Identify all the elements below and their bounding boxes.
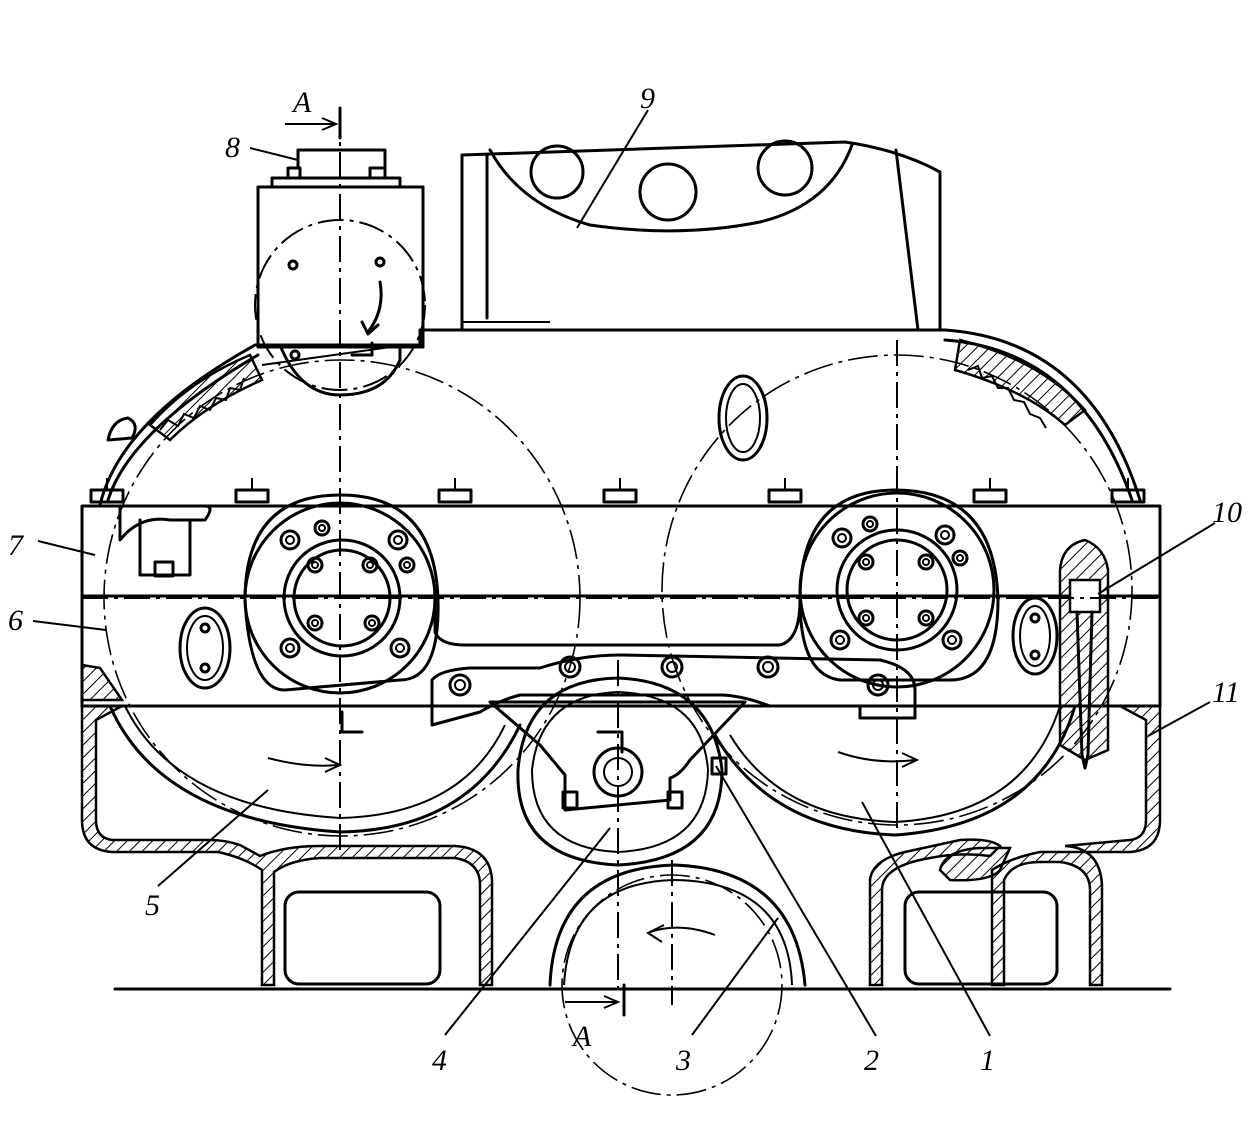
callout-4: 4 [432, 1044, 447, 1077]
section-mark-top: A [285, 86, 364, 734]
centerlines [82, 110, 1160, 1005]
callout-2: 2 [864, 1044, 879, 1077]
callout-7: 7 [8, 529, 25, 562]
callout-3: 3 [675, 1044, 691, 1077]
callout-6: 6 [8, 604, 23, 637]
section-mark-bottom: A [565, 983, 626, 1053]
motor-block [460, 139, 942, 332]
leader-lines [32, 109, 1216, 1037]
flange-corner-left [80, 663, 125, 702]
callouts: 8 9 7 6 10 11 5 4 3 2 1 [8, 82, 1242, 1077]
callout-8: 8 [225, 131, 240, 164]
callout-9: 9 [640, 82, 655, 115]
section-label-bottom: A [571, 1020, 592, 1053]
flange-strip [80, 374, 1162, 727]
callout-5: 5 [145, 889, 160, 922]
callout-10: 10 [1212, 496, 1242, 529]
upper-housing [98, 328, 1142, 507]
flange-bolts-top [89, 478, 1146, 504]
level-gauge [1058, 538, 1110, 770]
cover-bolts [448, 655, 890, 697]
section-label-top: A [291, 86, 312, 119]
callout-11: 11 [1212, 676, 1240, 709]
rotation-arrows [267, 751, 920, 943]
callout-1: 1 [980, 1044, 995, 1077]
lower-housing [80, 704, 1162, 987]
bearing-left [243, 493, 440, 695]
bearing-right [798, 488, 1000, 689]
